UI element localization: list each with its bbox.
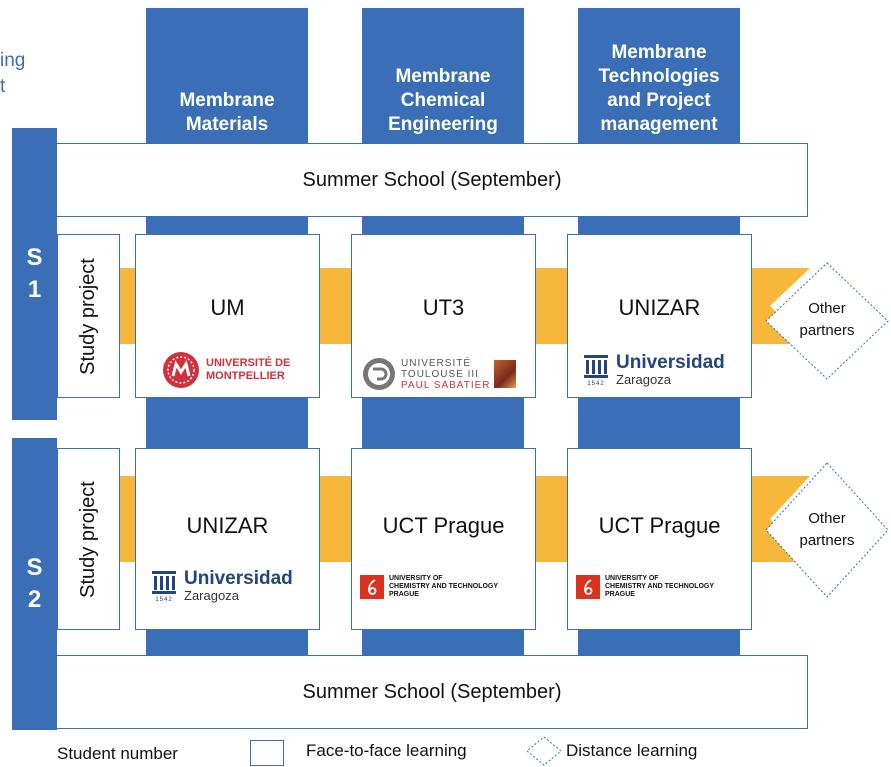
study-project-label: Study project bbox=[77, 480, 100, 598]
university-name: UCT Prague bbox=[598, 513, 721, 538]
unizar-logo-line2: Zaragoza bbox=[184, 588, 239, 603]
uct-logo-line2: CHEMISTRY AND TECHNOLOGY bbox=[389, 583, 499, 590]
study-project-label: Study project bbox=[77, 257, 100, 375]
ut3-logo-line2: TOULOUSE III bbox=[401, 368, 479, 380]
other-partners-diamond-s1: Other partners bbox=[764, 262, 890, 380]
uct-logo: UNIVERSITY OF CHEMISTRY AND TECHNOLOGY P… bbox=[360, 575, 498, 599]
university-name: UNIZAR bbox=[186, 513, 269, 538]
uct-logo-line3: PRAGUE bbox=[605, 591, 635, 598]
university-box-unizar-s2: UNIZAR 1542 Universidad Zaragoza bbox=[135, 448, 320, 630]
university-name: UCT Prague bbox=[382, 513, 505, 538]
study-project-box-s1: Study project bbox=[57, 234, 120, 398]
diamond-shape bbox=[765, 262, 889, 380]
summer-school-label: Summer School (September) bbox=[302, 680, 562, 703]
unizar-logo-line2: Zaragoza bbox=[616, 372, 671, 387]
um-logo-icon bbox=[163, 352, 199, 388]
semester-gap bbox=[308, 420, 362, 438]
legend-student-number: Student number bbox=[57, 744, 178, 763]
um-logo: UNIVERSITÉ DE MONTPELLIER bbox=[162, 351, 290, 389]
university-box-unizar: UNIZAR 1542 Universidad Zaragoza bbox=[567, 234, 752, 398]
column-header-membrane-chemical-engineering: Membrane Chemical Engineering bbox=[362, 8, 524, 143]
unizar-logo-year: 1542 bbox=[587, 381, 605, 387]
semester-label: S 2 bbox=[26, 554, 43, 613]
column-title: Membrane Chemical Engineering bbox=[388, 66, 498, 135]
diamond-shape bbox=[765, 462, 889, 598]
legend-distance-diamond-icon bbox=[526, 736, 562, 766]
legend-distance-label: Distance learning bbox=[566, 741, 698, 760]
column-header-membrane-technologies: Membrane Technologies and Project manage… bbox=[578, 8, 740, 143]
unizar-logo-year: 1542 bbox=[155, 597, 173, 603]
unizar-logo-line1: Universidad bbox=[616, 352, 725, 373]
uct-logo-icon bbox=[360, 575, 384, 599]
cropped-heading-line1: ing bbox=[0, 50, 26, 71]
legend-face-to-face-box bbox=[250, 740, 284, 766]
unizar-logo-icon bbox=[152, 571, 176, 594]
um-logo-line1: UNIVERSITÉ DE bbox=[206, 357, 291, 369]
university-box-uct-prague-2: UCT Prague UNIVERSITY OF CHEMISTRY AND T… bbox=[567, 448, 752, 630]
summer-school-top: Summer School (September) bbox=[56, 143, 808, 217]
other-partners-label: Other partners bbox=[799, 510, 855, 549]
semester-s1-bar: S 1 bbox=[12, 128, 57, 420]
uct-logo-icon bbox=[576, 575, 600, 599]
column-title: Membrane Materials bbox=[179, 90, 275, 135]
university-name: UT3 bbox=[422, 295, 465, 320]
other-partners-diamond-s2: Other partners bbox=[764, 462, 890, 598]
ut3-logo-line1: UNIVERSITÉ bbox=[401, 357, 472, 369]
unizar-logo-line1: Universidad bbox=[184, 568, 293, 589]
column-title: Membrane Technologies and Project manage… bbox=[598, 42, 720, 135]
semester-label: S 1 bbox=[26, 244, 43, 303]
column-header-membrane-materials: Membrane Materials bbox=[146, 8, 308, 143]
uct-logo-line1: UNIVERSITY OF bbox=[389, 575, 443, 582]
uct-logo-line3: PRAGUE bbox=[389, 591, 419, 598]
cropped-heading-line2: t bbox=[0, 76, 6, 97]
uct-logo-line2: CHEMISTRY AND TECHNOLOGY bbox=[605, 583, 715, 590]
uct-logo: UNIVERSITY OF CHEMISTRY AND TECHNOLOGY P… bbox=[576, 575, 714, 599]
unizar-logo: 1542 Universidad Zaragoza bbox=[150, 569, 293, 603]
other-partners-label: Other partners bbox=[799, 300, 855, 339]
summer-school-label: Summer School (September) bbox=[302, 168, 562, 191]
university-name: UNIZAR bbox=[618, 295, 701, 320]
university-box-ut3: UT3 UNIVERSITÉ TOULOUSE III PAUL SABATIE… bbox=[351, 234, 536, 398]
university-box-um: UM UNIVERSITÉ DE MONTPELLIER bbox=[135, 234, 320, 398]
semester-gap bbox=[524, 420, 578, 438]
university-box-uct-prague-1: UCT Prague UNIVERSITY OF CHEMISTRY AND T… bbox=[351, 448, 536, 630]
study-project-box-s2: Study project bbox=[57, 448, 120, 630]
cropped-heading-fragment: ing t bbox=[0, 48, 25, 100]
university-name: UM bbox=[210, 295, 245, 320]
uct-logo-line1: UNIVERSITY OF bbox=[605, 575, 659, 582]
legend-face-to-face-label: Face-to-face learning bbox=[306, 741, 467, 760]
unizar-logo: 1542 Universidad Zaragoza bbox=[582, 353, 725, 387]
orange-arrow-row1 bbox=[750, 268, 810, 344]
ut3-logo-icon bbox=[363, 358, 395, 390]
um-logo-line2: MONTPELLIER bbox=[206, 370, 285, 382]
summer-school-bottom: Summer School (September) bbox=[56, 655, 808, 729]
semester-gap bbox=[0, 420, 146, 438]
orange-arrow-row2 bbox=[750, 476, 810, 562]
semester-s2-bar: S 2 bbox=[12, 438, 57, 730]
ut3-logo-line3: PAUL SABATIER bbox=[401, 379, 491, 391]
ut3-logo-art bbox=[493, 360, 516, 388]
unizar-logo-icon bbox=[584, 355, 608, 378]
ut3-logo: UNIVERSITÉ TOULOUSE III PAUL SABATIER bbox=[362, 357, 516, 391]
